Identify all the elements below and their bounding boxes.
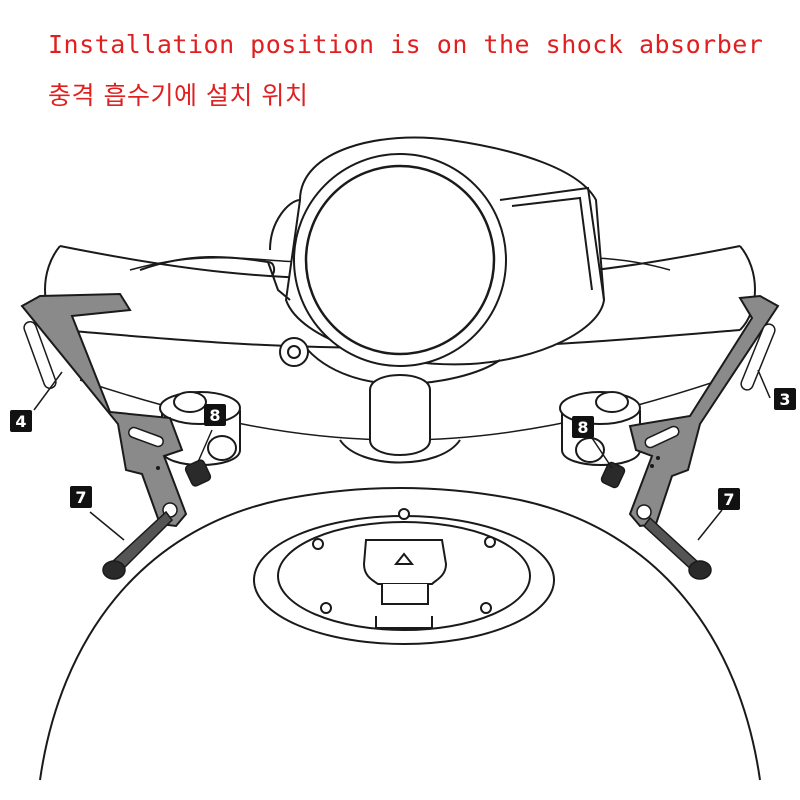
leader-lines (33, 369, 771, 541)
callout-badge-7-left: 7 (70, 486, 92, 508)
callout-badge-3: 3 (774, 388, 796, 410)
spacer-left (184, 459, 212, 487)
instrument-cluster (267, 136, 606, 386)
svg-text:8: 8 (577, 418, 588, 437)
svg-text:3: 3 (779, 390, 790, 409)
callout-badge-8-right: 8 (572, 416, 594, 438)
bracket-left (20, 292, 188, 528)
heading-korean: 충격 흡수기에 설치 위치 (48, 81, 309, 110)
cable (139, 255, 276, 277)
key-switch (279, 337, 309, 367)
svg-text:8: 8 (209, 406, 220, 425)
spacer-right (600, 461, 626, 489)
svg-text:7: 7 (75, 488, 86, 507)
bolt-left (102, 510, 173, 580)
callout-badge-4: 4 (10, 410, 32, 432)
bolt-right (642, 516, 712, 580)
callout-badge-8-left: 8 (204, 404, 226, 426)
callout-badge-7-right: 7 (718, 488, 740, 510)
steering-stem (339, 374, 461, 464)
fuel-cap (253, 508, 555, 645)
heading-english: Installation position is on the shock ab… (48, 30, 764, 59)
bracket-right (628, 294, 780, 528)
svg-text:4: 4 (15, 412, 26, 431)
svg-text:7: 7 (723, 490, 734, 509)
